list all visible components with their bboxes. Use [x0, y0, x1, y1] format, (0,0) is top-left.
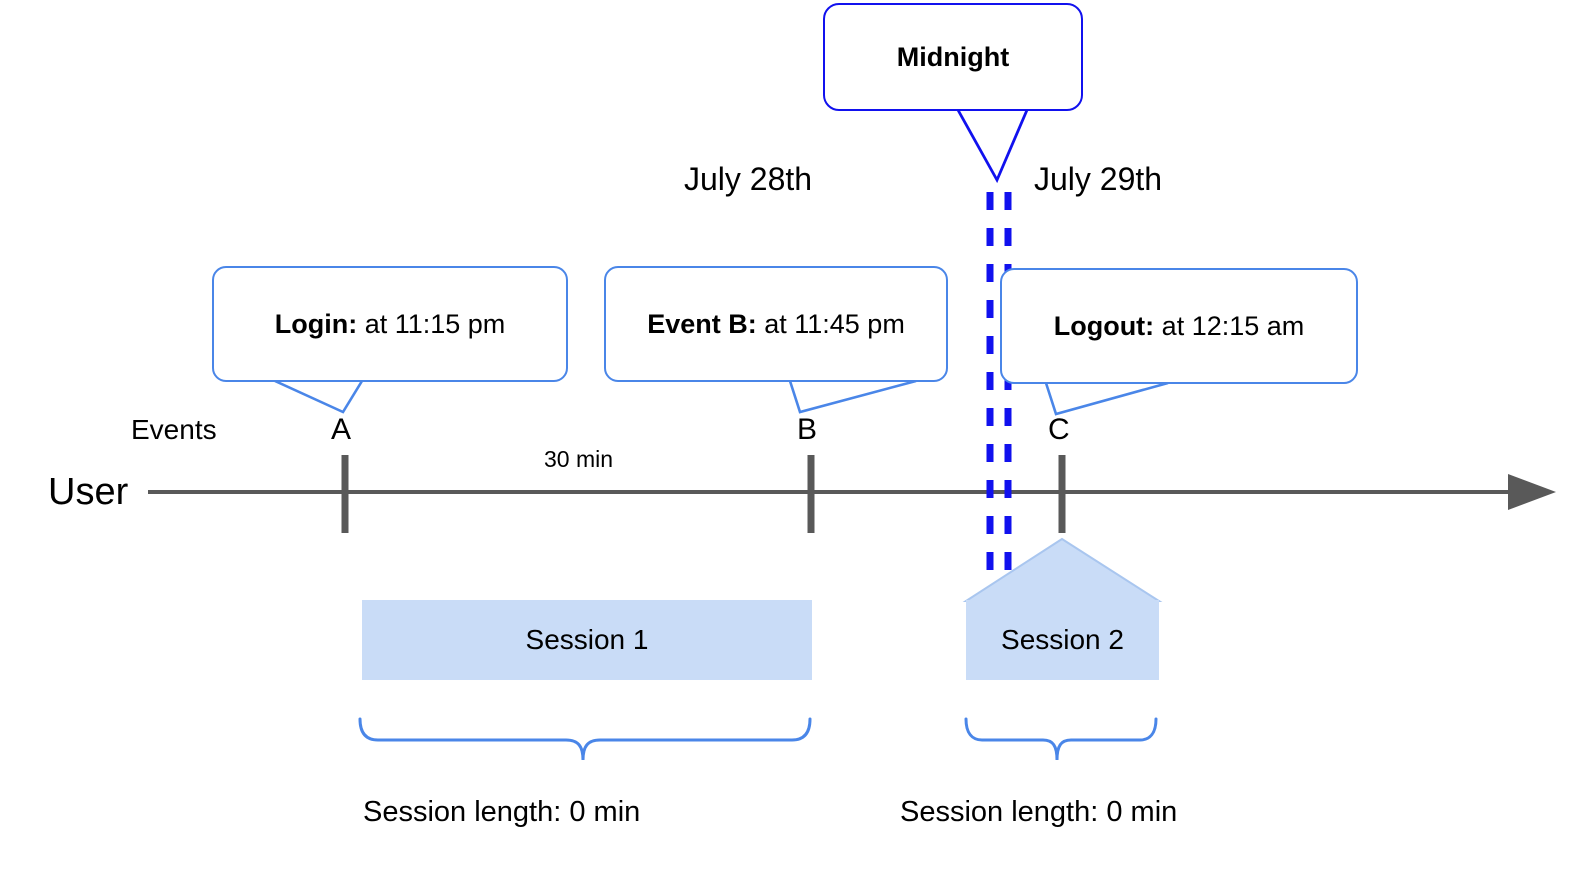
tick-label-b: B — [797, 413, 818, 446]
event-callout-event-b-title: Event B: — [647, 308, 757, 339]
event-callout-event-b[interactable]: Event B: at 11:45 pm — [604, 266, 948, 382]
session-block-2-label: Session 2 — [1001, 624, 1124, 655]
session2-brace — [964, 717, 1158, 761]
user-row-label: User — [48, 471, 129, 513]
event-tick-marks — [341, 455, 1066, 533]
timeline-axis — [148, 474, 1556, 510]
event-callout-logout-text: Logout: at 12:15 am — [1054, 311, 1305, 342]
events-row-label: Events — [131, 414, 217, 445]
event-callout-event-b-text: Event B: at 11:45 pm — [647, 309, 905, 340]
tick-label-a: A — [331, 413, 352, 446]
event-callout-logout-detail: at 12:15 am — [1154, 310, 1305, 341]
callout-tail-b — [788, 379, 917, 414]
event-callout-event-b-detail: at 11:45 pm — [756, 308, 905, 339]
event-callout-logout[interactable]: Logout: at 12:15 am — [1000, 268, 1358, 384]
session-length-label-2: Session length: 0 min — [900, 796, 1178, 828]
event-callout-login-title: Login: — [274, 308, 358, 339]
date-label-july-29: July 29th — [1034, 161, 1163, 197]
date-label-july-28: July 28th — [684, 161, 813, 197]
midnight-callout-label: Midnight — [896, 41, 1010, 72]
session1-brace — [358, 717, 812, 761]
session-length-label-1: Session length: 0 min — [363, 796, 641, 828]
midnight-callout[interactable]: Midnight — [823, 3, 1083, 111]
callout-tail-a — [274, 379, 364, 414]
midnight-callout-tail — [956, 109, 1029, 184]
tick-label-c: C — [1048, 413, 1070, 446]
duration-label-30-min: 30 min — [544, 446, 614, 472]
event-callout-login-detail: at 11:15 pm — [357, 308, 506, 339]
session2-pointer — [962, 537, 1163, 602]
midnight-dashed-lines — [986, 192, 1012, 582]
callout-tails — [274, 379, 1169, 416]
event-callout-login[interactable]: Login: at 11:15 pm — [212, 266, 568, 382]
event-callout-logout-title: Logout: — [1053, 310, 1155, 341]
session-block-2[interactable]: Session 2 — [966, 600, 1159, 680]
session-block-1[interactable]: Session 1 — [362, 600, 812, 680]
callout-tail-c — [1044, 381, 1169, 416]
event-callout-login-text: Login: at 11:15 pm — [275, 309, 506, 340]
session-block-1-label: Session 1 — [525, 624, 649, 655]
